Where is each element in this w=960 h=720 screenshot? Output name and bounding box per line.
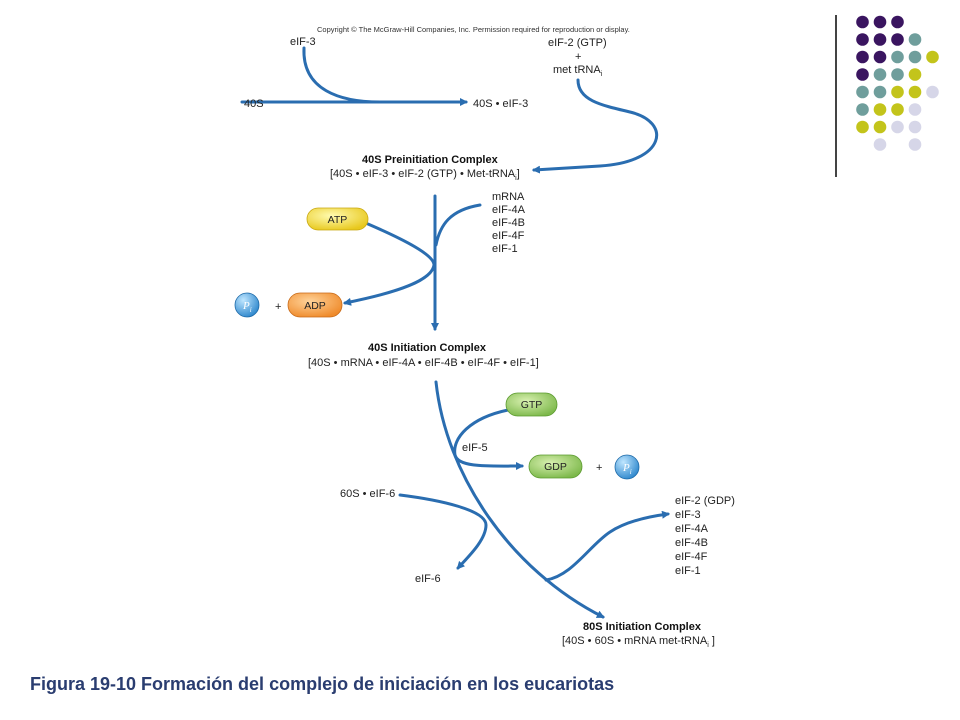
- factor-item: eIF-4B: [675, 537, 708, 549]
- decorative-dot: [856, 50, 869, 64]
- atp-label: ATP: [328, 214, 348, 226]
- arrow-to-preinitiation-complex: [532, 78, 658, 174]
- decorative-dot: [873, 68, 887, 81]
- decorative-dot: [873, 15, 887, 29]
- factor-item: eIF-1: [492, 243, 518, 255]
- svg-text:Pi: Pi: [242, 300, 252, 314]
- gtp-pill: GTP: [505, 392, 558, 417]
- plus-sign: +: [275, 301, 281, 313]
- 40s-label: 40S: [244, 98, 264, 110]
- phosphate-icon-1: Pi: [234, 292, 260, 318]
- decorative-dot: [908, 50, 922, 64]
- decorative-dot: [908, 85, 922, 99]
- decorative-dot: [908, 33, 922, 46]
- adp-pill: ADP: [287, 292, 343, 318]
- decorative-divider-line: [835, 15, 837, 177]
- gdp-label: GDP: [544, 461, 567, 473]
- decorative-dot: [891, 15, 904, 29]
- decorative-dot: [908, 68, 922, 81]
- decorative-dot: [908, 103, 922, 116]
- preinitiation-complex-title: 40S Preinitiation Complex: [362, 154, 499, 166]
- factor-item: eIF-3: [675, 509, 701, 521]
- factor-item: eIF-1: [675, 565, 701, 577]
- decorative-dot: [856, 33, 869, 46]
- decorative-dot: [873, 103, 887, 116]
- decorative-dot: [856, 103, 869, 116]
- gtp-label: GTP: [521, 399, 543, 411]
- met-trna-label: met tRNAi: [553, 64, 603, 78]
- decorative-dot: [873, 33, 887, 46]
- decorative-dot: [891, 33, 904, 46]
- arrow-factors-release: [544, 510, 670, 582]
- 80s-complex-title: 80S Initiation Complex: [583, 621, 702, 633]
- decorative-dot: [873, 85, 887, 99]
- figure-caption: Figura 19-10 Formación del complejo de i…: [30, 674, 615, 694]
- decorative-dot: [891, 85, 904, 99]
- factor-item: eIF-4F: [492, 230, 525, 242]
- 40s-eif3-label: 40S • eIF-3: [473, 98, 528, 110]
- decorative-dot: [908, 120, 922, 134]
- decorative-dot: [891, 103, 904, 116]
- svg-text:Pi: Pi: [622, 462, 632, 476]
- initiation-complex-title: 40S Initiation Complex: [368, 342, 487, 354]
- decorative-dot: [873, 50, 887, 64]
- 80s-complex-formula: [40S • 60S • mRNA met-tRNAi ]: [562, 635, 715, 649]
- arrow-to-80s-initiation-complex: [434, 380, 605, 619]
- factor-list-2: eIF-2 (GDP) eIF-3 eIF-4A eIF-4B eIF-4F e…: [675, 495, 735, 577]
- decorative-dot: [856, 85, 869, 99]
- factor-item: eIF-4B: [492, 217, 525, 229]
- factor-item: eIF-4A: [492, 204, 526, 216]
- decorative-dot-grid: [856, 15, 939, 151]
- initiation-complex-formula: [40S • mRNA • eIF-4A • eIF-4B • eIF-4F •…: [308, 357, 539, 369]
- factor-item: eIF-2 (GDP): [675, 495, 735, 507]
- decorative-dot: [926, 85, 939, 99]
- decorative-dot: [856, 15, 869, 29]
- decorative-dot: [891, 50, 904, 64]
- eif5-label: eIF-5: [462, 442, 488, 454]
- decorative-dot: [926, 50, 939, 64]
- decorative-dot: [891, 120, 904, 134]
- decorative-dot: [856, 68, 869, 81]
- phosphate-icon-2: Pi: [614, 454, 640, 480]
- arrow-eif3-join: [302, 46, 382, 104]
- decorative-dot: [856, 120, 869, 134]
- eif6-label: eIF-6: [415, 573, 441, 585]
- decorative-dot: [891, 68, 904, 81]
- arrow-60s-eif6-release: [398, 493, 488, 570]
- factor-item: eIF-4F: [675, 551, 708, 563]
- arrow-gtp-to-gdp: [453, 408, 524, 471]
- arrow-mrna-factors-join: [434, 203, 482, 247]
- factor-item: eIF-4A: [675, 523, 709, 535]
- adp-label: ADP: [304, 300, 326, 312]
- plus-sign: +: [575, 51, 581, 63]
- decorative-dot: [873, 138, 887, 151]
- decorative-dot: [908, 138, 922, 151]
- eif3-label: eIF-3: [290, 36, 316, 48]
- preinitiation-complex-formula: [40S • eIF-3 • eIF-2 (GTP) • Met-tRNAi]: [330, 168, 520, 182]
- arrow-atp-to-adp: [343, 222, 436, 306]
- atp-pill: ATP: [306, 207, 369, 231]
- gdp-pill: GDP: [528, 454, 583, 479]
- factor-item: mRNA: [492, 191, 525, 203]
- factor-list-1: mRNA eIF-4A eIF-4B eIF-4F eIF-1: [492, 191, 526, 255]
- plus-sign: +: [596, 462, 602, 474]
- eif2-gtp-label: eIF-2 (GTP): [548, 37, 607, 49]
- decorative-dot: [873, 120, 887, 134]
- copyright-text: Copyright © The McGraw-Hill Companies, I…: [317, 25, 630, 34]
- 60s-eif6-label: 60S • eIF-6: [340, 488, 395, 500]
